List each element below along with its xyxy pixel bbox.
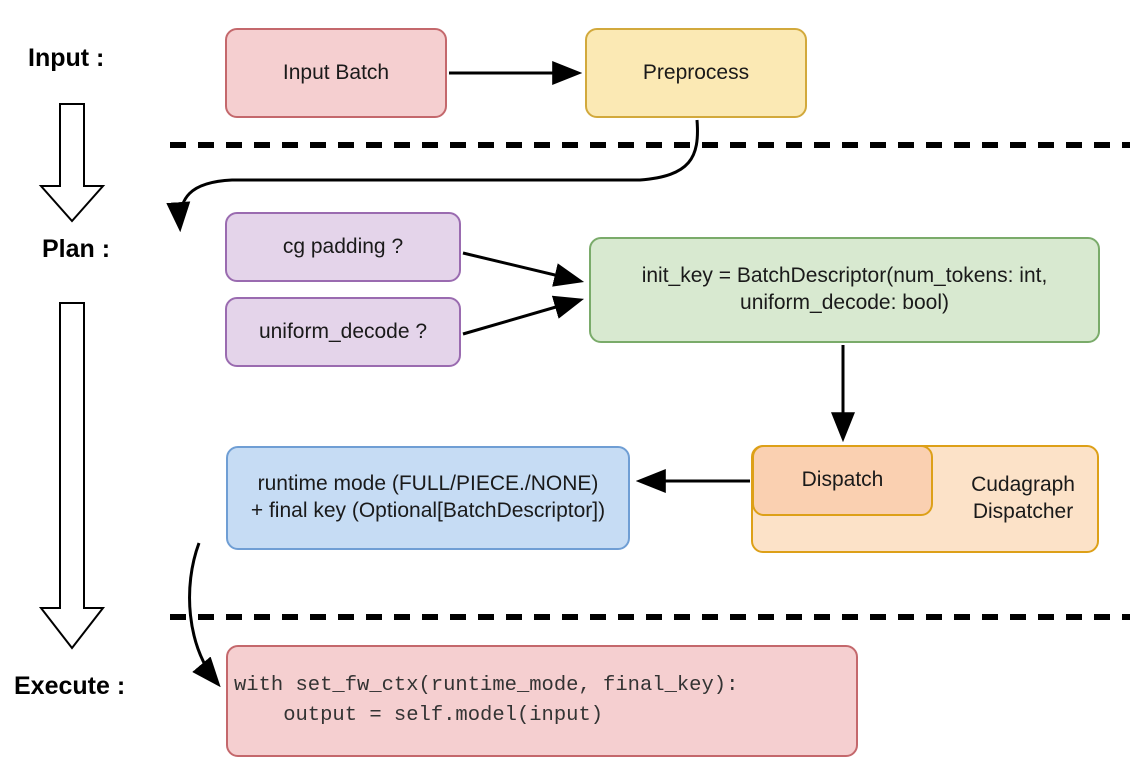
node-uniform-decode[interactable]: uniform_decode ? (225, 297, 461, 367)
node-init-key-line1: init_key = BatchDescriptor(num_tokens: i… (641, 264, 1048, 288)
connector-preprocess-to-cg-padding (166, 119, 699, 233)
node-init-key-text: init_key = BatchDescriptor(num_tokens: i… (599, 263, 1090, 317)
node-runtime-mode-text: runtime mode (FULL/PIECE./NONE) + final … (236, 471, 620, 525)
node-cudagraph-dispatcher-line1: Cudagraph (971, 473, 1075, 497)
stage-label-plan: Plan : (42, 235, 111, 263)
node-cg-padding-label: cg padding ? (282, 234, 404, 258)
node-init-key[interactable]: init_key = BatchDescriptor(num_tokens: i… (589, 237, 1100, 343)
node-execute-code[interactable]: with set_fw_ctx(runtime_mode, final_key)… (226, 645, 858, 757)
node-cudagraph-dispatcher-text: Cudagraph Dispatcher (971, 472, 1075, 526)
block-arrow-plan-to-execute (38, 302, 106, 650)
node-init-key-line2: uniform_decode: bool) (740, 291, 949, 314)
node-runtime-mode-line2: + final key (Optional[BatchDescriptor]) (250, 499, 606, 522)
node-dispatch-label: Dispatch (801, 468, 884, 492)
node-preprocess[interactable]: Preprocess (585, 28, 807, 118)
node-input-batch-label: Input Batch (282, 60, 390, 84)
node-uniform-decode-label: uniform_decode ? (258, 319, 428, 343)
node-preprocess-label: Preprocess (642, 60, 750, 84)
connector-runtime-mode-to-execute-code (188, 542, 221, 688)
connector-cg-padding-to-init-key (462, 251, 585, 287)
block-arrow-input-to-plan (38, 103, 106, 223)
node-execute-code-line2: output = self.model(input) (234, 704, 604, 727)
node-dispatch[interactable]: Dispatch (752, 445, 933, 516)
node-runtime-mode-line1: runtime mode (FULL/PIECE./NONE) (257, 472, 599, 496)
node-input-batch[interactable]: Input Batch (225, 28, 447, 118)
node-execute-code-text: with set_fw_ctx(runtime_mode, final_key)… (234, 671, 848, 730)
stage-label-input: Input : (28, 44, 105, 72)
node-cudagraph-dispatcher-line2: Dispatcher (972, 500, 1074, 523)
node-runtime-mode[interactable]: runtime mode (FULL/PIECE./NONE) + final … (226, 446, 630, 550)
node-cg-padding[interactable]: cg padding ? (225, 212, 461, 282)
stage-label-execute: Execute : (14, 672, 126, 700)
node-execute-code-line1: with set_fw_ctx(runtime_mode, final_key)… (234, 674, 739, 698)
connector-uniform-decode-to-init-key (462, 295, 585, 336)
